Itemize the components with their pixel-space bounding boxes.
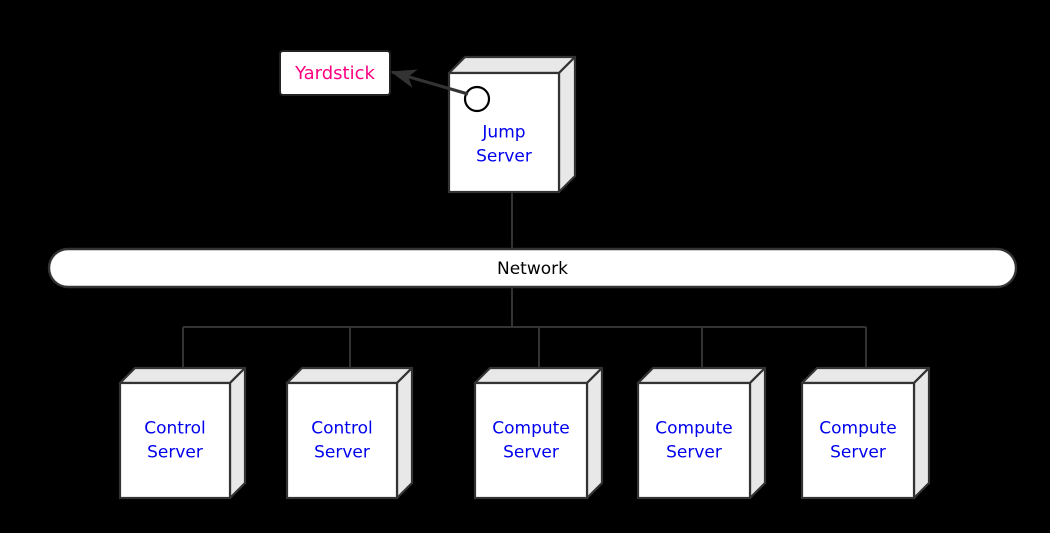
compute-server-2-top-face [636, 366, 767, 385]
jump-server-node-side-face [557, 55, 577, 194]
compute-server-3-side-face [912, 366, 931, 500]
control-server-2-side-face [395, 366, 414, 500]
jump-server-node-label-line2: Server [476, 147, 532, 167]
control-server-2-label-line2: Server [314, 443, 370, 463]
control-server-2-label-line1: Control [311, 419, 372, 439]
compute-server-3-label-line1: Compute [819, 419, 897, 439]
control-server-1-side-face [228, 366, 247, 500]
network-bar-label: Network [497, 259, 568, 279]
control-server-1-front-face [118, 381, 232, 500]
annotation-group: Yardstick [279, 50, 469, 96]
compute-server-2-front-face [636, 381, 752, 500]
yardstick-label-box[interactable]: Yardstick [279, 50, 391, 96]
compute-server-3-front-face [800, 381, 916, 500]
compute-server-2-label-line1: Compute [655, 419, 733, 439]
compute-server-1-label-line1: Compute [492, 419, 570, 439]
compute-server-3-label-line2: Server [830, 443, 886, 463]
network-bar[interactable]: Network [47, 247, 1018, 289]
compute-server-2-side-face [748, 366, 767, 500]
jump-server-node-port-circle[interactable] [463, 85, 491, 113]
compute-server-2-label-line2: Server [666, 443, 722, 463]
compute-server-1-front-face [473, 381, 589, 500]
jump-server-node-top-face [447, 55, 577, 75]
jump-server-to-yardstick-arrow [390, 69, 469, 96]
control-server-2-front-face [285, 381, 399, 500]
connector-lines [182, 192, 867, 368]
control-server-1-label-line1: Control [144, 419, 205, 439]
network-group: Network [47, 247, 1018, 289]
server-nodes: ControlServerControlServerComputeServerC… [118, 366, 931, 500]
control-server-2-top-face [285, 366, 414, 385]
jump-server-node-label-line1: Jump [481, 123, 525, 143]
control-server-1-label-line2: Server [147, 443, 203, 463]
compute-server-1-label-line2: Server [503, 443, 559, 463]
yardstick-label-text: Yardstick [294, 63, 375, 84]
yardstick-label-shape [279, 50, 391, 96]
control-server-1-top-face [118, 366, 247, 385]
compute-server-3-top-face [800, 366, 931, 385]
network-bar-shape [47, 247, 1018, 289]
compute-server-1-side-face [585, 366, 604, 500]
compute-server-1-top-face [473, 366, 604, 385]
